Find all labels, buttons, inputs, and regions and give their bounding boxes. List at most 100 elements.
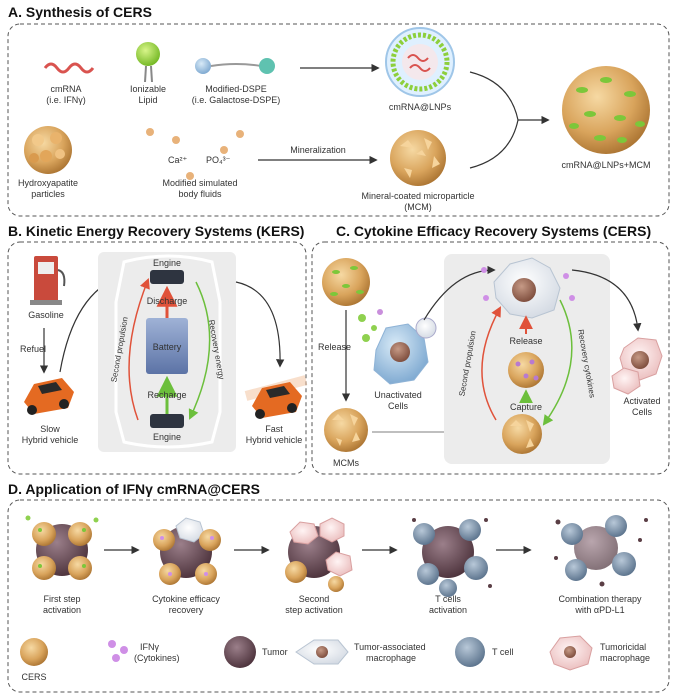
panel-d-title: D. Application of IFNγ cmRNA@CERS [8, 481, 260, 497]
activated-cells-icon [611, 337, 663, 395]
slow-label-1: Slow [40, 424, 60, 434]
step-5-icon [554, 515, 648, 587]
green-lnp-dots [358, 309, 383, 342]
step-1-label-2: activation [43, 605, 81, 615]
panel-b: B. Kinetic Energy Recovery Systems (KERS… [7, 223, 308, 475]
activated-label-2: Cells [632, 407, 653, 417]
mcms-label: MCMs [333, 458, 359, 468]
cers-final-icon [562, 66, 650, 154]
arrow-recovery-cytokines [542, 299, 573, 426]
step-2-label-2: recovery [169, 605, 204, 615]
cers-mid-icon [508, 352, 544, 388]
unactivated-label-2: Cells [388, 401, 409, 411]
lnp-icon [385, 27, 455, 97]
legend-tumoricidal-icon [549, 635, 593, 671]
gasoline-label: Gasoline [28, 310, 64, 320]
cers-bottom-icon [502, 414, 542, 454]
arrow-to-activated-cells [571, 269, 642, 332]
sbf-label-1: Modified simulated [162, 178, 237, 188]
battery-label: Battery [153, 342, 182, 352]
legend-tumor-label: Tumor [262, 647, 288, 657]
engine-bottom-icon [150, 414, 184, 428]
unactivated-label-1: Unactivated [374, 390, 422, 400]
step-4-icon [412, 518, 492, 597]
step-4-label-2: activation [429, 605, 467, 615]
release-left-label: Release [318, 342, 351, 352]
recharge-label: Recharge [147, 390, 186, 400]
fast-car-icon [244, 375, 308, 419]
panel-a-border [7, 23, 670, 217]
panel-a: A. Synthesis of CERS cmRNA (i.e. IFNγ) I… [7, 4, 670, 217]
legend-tam-label-1: Tumor-associated [354, 642, 426, 652]
gas-pump-icon [30, 256, 66, 305]
legend-tumoricidal-label-1: Tumoricidal [600, 642, 646, 652]
step-3-label-1: Second [299, 594, 330, 604]
cmrna-label: cmRNA [51, 84, 82, 94]
ca-label: Ca²⁺ [168, 155, 188, 165]
galactose-icon [259, 58, 275, 74]
legend-tumoricidal-label-2: macrophage [600, 653, 650, 663]
panel-d: D. Application of IFNγ cmRNA@CERS First … [7, 481, 670, 693]
legend-tumor-icon [224, 636, 256, 668]
mcm-label-1: Mineral-coated microparticle [361, 191, 474, 201]
step-5-label-2: with αPD-L1 [574, 605, 624, 615]
release-mid-label: Release [509, 336, 542, 346]
macrophage-top-icon [481, 257, 575, 319]
unactivated-cell-icon [373, 317, 437, 385]
car-outline [114, 254, 222, 449]
hap-label-2: particles [31, 189, 65, 199]
panel-b-title: B. Kinetic Energy Recovery Systems (KERS… [8, 223, 304, 239]
step-2-icon [153, 517, 221, 585]
step-1-label-1: First step [43, 594, 80, 604]
hydroxyapatite-icon [24, 126, 72, 174]
dspe-chain [210, 63, 262, 67]
step-2-label-1: Cytokine efficacy [152, 594, 220, 604]
dspe-head-icon [195, 58, 211, 74]
step-1-icon [25, 515, 99, 580]
panel-a-title: A. Synthesis of CERS [8, 4, 152, 20]
cmrna-icon [43, 62, 95, 74]
legend-cers-label: CERS [21, 672, 46, 682]
engine-top-icon [150, 270, 184, 284]
sbf-label-2: body fluids [178, 189, 222, 199]
engine-top-label: Engine [153, 258, 181, 268]
legend-cers-icon [20, 638, 48, 666]
mcms-icon [324, 408, 368, 452]
arrow-second-propulsion [128, 278, 150, 421]
legend-tcell-label: T cell [492, 647, 513, 657]
hap-label-1: Hydroxyapatite [18, 178, 78, 188]
fast-label-2: Hybrid vehicle [246, 435, 303, 445]
cmrna-sub-label: (i.e. IFNγ) [46, 95, 86, 105]
legend-tcell-icon [455, 637, 485, 667]
panel-c: C. Cytokine Efficacy Recovery Systems (C… [311, 223, 670, 475]
activated-label-1: Activated [623, 396, 660, 406]
legend-ifng-icon [108, 640, 128, 662]
lipid-label-1: Ionizable [130, 84, 166, 94]
panel-c-title: C. Cytokine Efficacy Recovery Systems (C… [336, 223, 651, 239]
step-5-label-1: Combination therapy [558, 594, 642, 604]
final-label: cmRNA@LNPs+MCM [562, 160, 651, 170]
legend-tam-icon [295, 639, 349, 665]
slow-car-icon [24, 378, 74, 415]
engine-bottom-label: Engine [153, 432, 181, 442]
slow-label-2: Hybrid vehicle [22, 435, 79, 445]
dspe-label-2: (i.e. Galactose-DSPE) [192, 95, 281, 105]
legend: CERS IFNγ (Cytokines) Tumor Tumor-associ… [20, 635, 650, 682]
ion-dots [146, 128, 244, 180]
merge-bracket [469, 71, 519, 169]
arrow-engine-to-fast [235, 281, 285, 368]
arrow-recovery-energy [188, 281, 211, 420]
discharge-label: Discharge [147, 296, 188, 306]
po4-label: PO₄³⁻ [206, 155, 231, 165]
fast-label-1: Fast [265, 424, 283, 434]
lipid-tail-1 [144, 65, 147, 83]
step-3-icon [285, 517, 353, 592]
capture-label: Capture [510, 402, 542, 412]
battery-icon [146, 318, 188, 374]
panel-d-border [7, 499, 670, 693]
lipid-tail-2 [150, 65, 153, 83]
dspe-label-1: Modified-DSPE [205, 84, 267, 94]
step-3-label-2: step activation [285, 605, 343, 615]
ionizable-lipid-head-icon [136, 42, 160, 66]
